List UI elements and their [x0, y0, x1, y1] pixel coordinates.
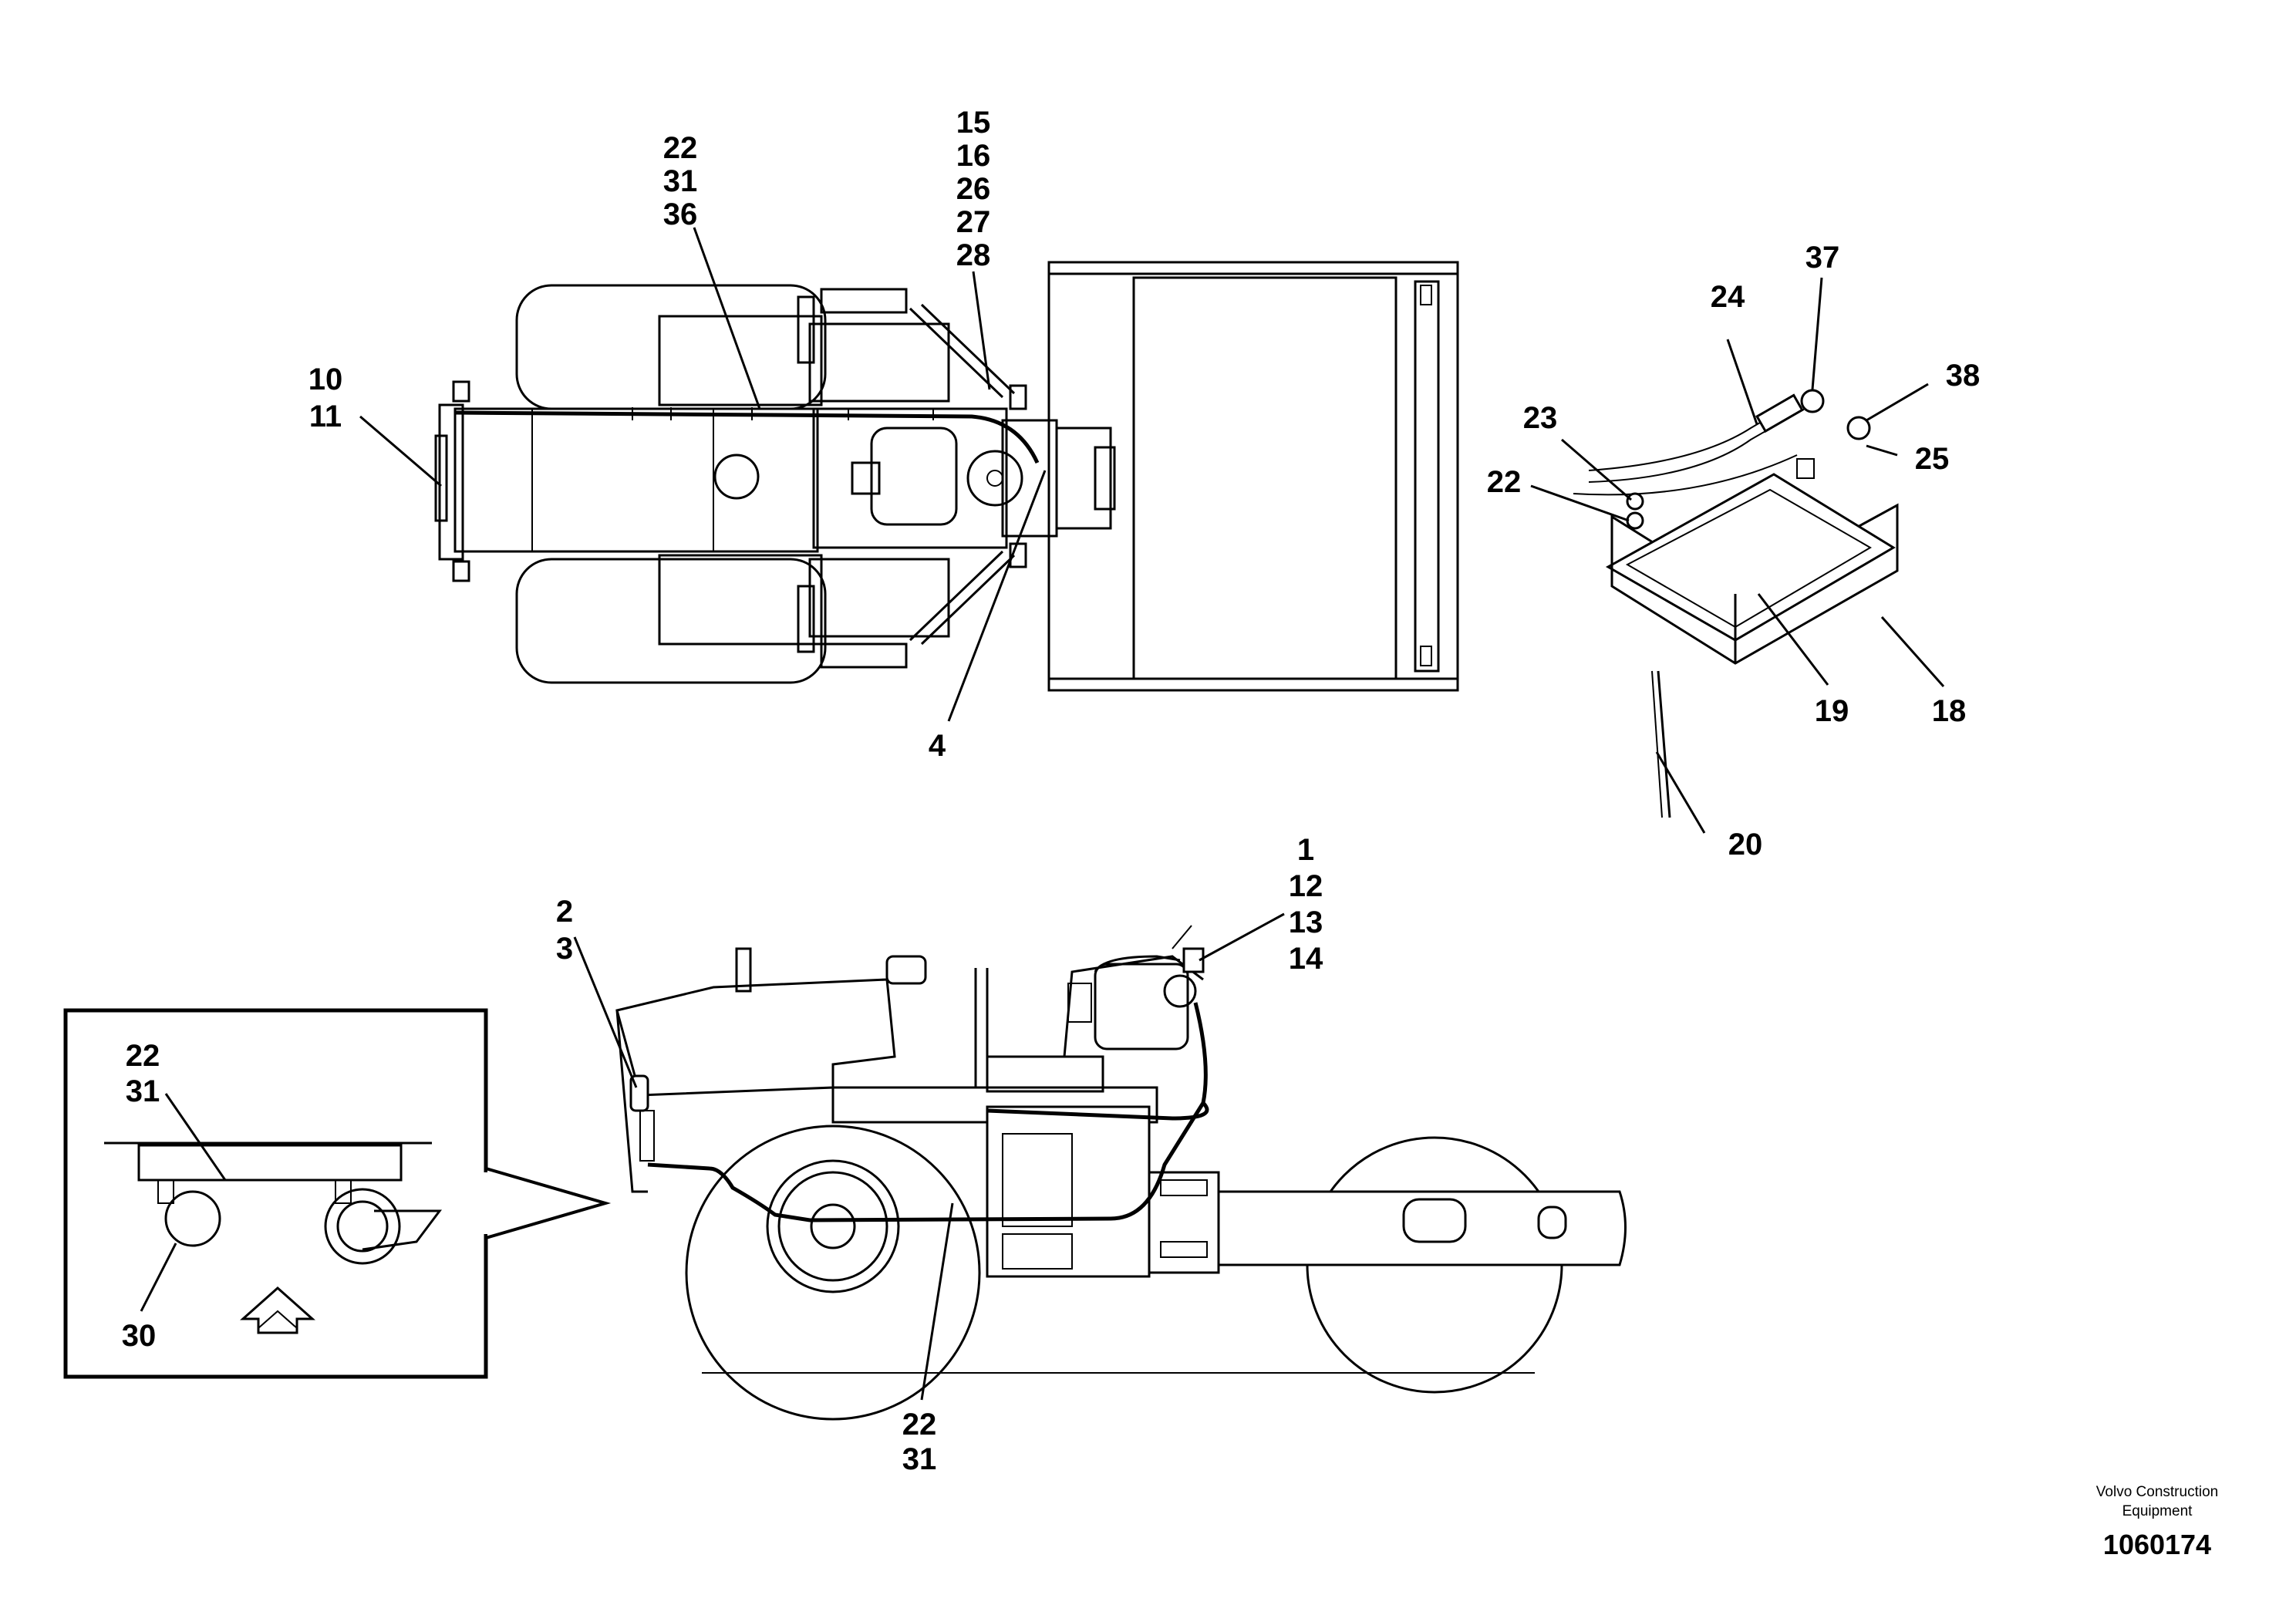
- callout-22-31-side: 22 31: [902, 1408, 937, 1476]
- callout-label: 31: [663, 164, 698, 198]
- callout-2-3: 2 3: [556, 895, 573, 966]
- callout-label: 3: [556, 932, 573, 966]
- callout-label: 1: [1297, 833, 1314, 867]
- callout-37: 37: [1805, 241, 1840, 275]
- machine-top-view: [434, 261, 1459, 692]
- callout-22-31-36: 22 31 36: [663, 131, 698, 231]
- callout-30: 30: [122, 1319, 157, 1353]
- callout-20: 20: [1728, 828, 1763, 862]
- callout-label: 36: [663, 197, 698, 231]
- callout-label: 12: [1289, 869, 1323, 903]
- callout-10-11: 10 11: [308, 363, 343, 433]
- callout-label: 11: [309, 400, 342, 433]
- callout-label: 27: [956, 205, 991, 239]
- callout-label: 28: [956, 238, 991, 272]
- callout-24: 24: [1711, 280, 1745, 314]
- callout-label: 31: [126, 1074, 160, 1108]
- callout-label: 26: [956, 172, 991, 206]
- callout-15-16-26-27-28: 15 16 26 27 28: [956, 106, 991, 272]
- battery-assembly: [1573, 389, 1899, 818]
- callout-label: 13: [1289, 905, 1323, 939]
- callout-19: 19: [1815, 694, 1849, 728]
- callout-23: 23: [1523, 401, 1558, 435]
- callout-label: 31: [902, 1442, 937, 1476]
- callout-label: 2: [556, 895, 573, 929]
- callout-18: 18: [1932, 694, 1967, 728]
- callout-38: 38: [1946, 359, 1981, 393]
- callout-label: 22: [663, 131, 698, 165]
- callout-4: 4: [929, 729, 946, 763]
- callout-label: 16: [956, 139, 991, 173]
- leader-lines: [140, 227, 1945, 1401]
- callout-1-12-13-14: 1 12 13 14: [1289, 833, 1323, 976]
- drawing-number: 1060174: [2103, 1529, 2211, 1560]
- callout-label: 22: [902, 1408, 937, 1442]
- footer-block: Volvo Construction Equipment 1060174: [2096, 1484, 2218, 1560]
- machine-side-view: [615, 925, 1627, 1421]
- callout-label: 15: [956, 106, 991, 140]
- callout-22-battery: 22: [1487, 465, 1522, 499]
- callout-25: 25: [1915, 442, 1950, 476]
- inset-detail: [63, 1008, 612, 1379]
- callout-label: 14: [1289, 942, 1323, 976]
- callout-label: 22: [126, 1039, 160, 1073]
- callout-label: 10: [308, 363, 343, 396]
- company-name: Volvo Construction: [2096, 1484, 2218, 1500]
- callout-22-31-inset: 22 31: [126, 1039, 160, 1108]
- company-name-line2: Equipment: [2122, 1503, 2193, 1519]
